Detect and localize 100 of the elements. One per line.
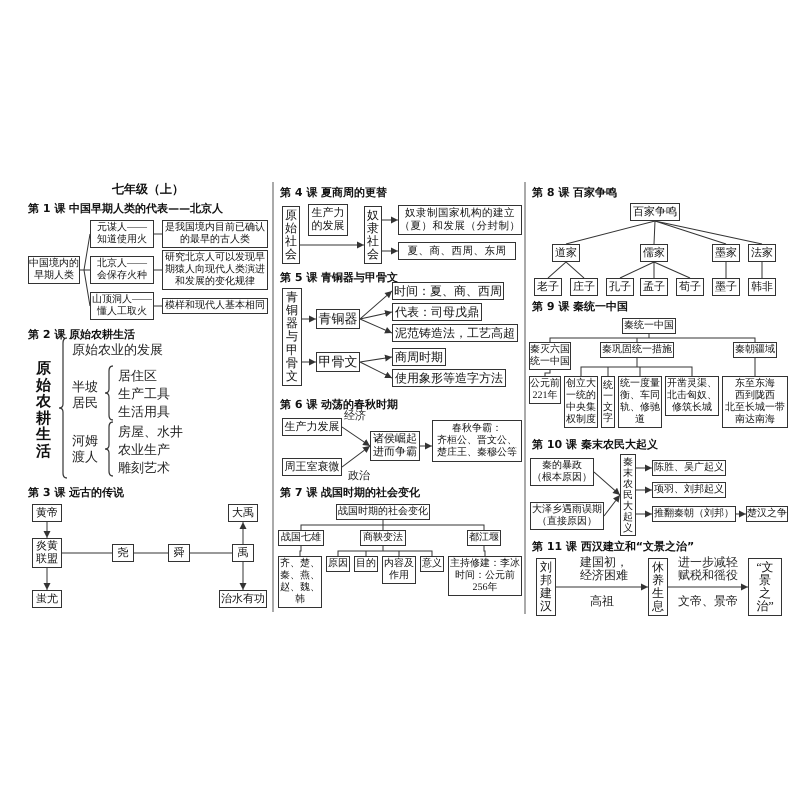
node-label: 蚩尤	[36, 592, 58, 606]
node-label: 西到陇西	[735, 390, 775, 402]
node-label: 秦统一中国	[624, 320, 674, 332]
lesson-heading: 第 5 课 青铜器与甲骨文	[280, 271, 398, 285]
connector-line	[544, 370, 550, 376]
concept-box	[534, 278, 562, 296]
concept-box	[398, 242, 516, 260]
outline-text: 居住区	[118, 368, 157, 384]
concept-box	[640, 244, 668, 262]
concept-box	[648, 558, 668, 616]
node-label: 都江堰	[469, 532, 499, 544]
node-label: 创立大一统的中央集权制度	[565, 378, 597, 426]
node-label: 墨子	[715, 280, 737, 294]
arrow	[44, 568, 50, 590]
arrow	[556, 584, 648, 590]
node-label: 战国时期的社会变化	[338, 506, 428, 518]
concept-box	[570, 278, 598, 296]
node-label: 休养生息	[652, 560, 664, 614]
arrow	[604, 494, 620, 516]
outline-text: 雕刻艺术	[118, 460, 170, 476]
node-label: 统一度量衡、车同轨、修驰道	[619, 378, 661, 426]
node-label: 尧	[118, 546, 128, 560]
node-label: 秦末农民大起义	[623, 456, 633, 534]
node-label: 大泽乡遇雨误期（直接原因）	[531, 504, 603, 528]
node-label: 青铜器	[318, 311, 358, 327]
arrow	[594, 472, 620, 496]
node-label: 商周时期	[395, 350, 443, 364]
concept-box	[168, 544, 190, 562]
concept-box	[552, 244, 580, 262]
arrow	[382, 216, 398, 224]
node-label: 秦朝疆域	[735, 344, 775, 356]
arrow	[636, 486, 652, 494]
node-label: 齐、楚、秦、燕、赵、魏、韩	[279, 558, 321, 606]
node-label: 楚汉之争	[747, 508, 787, 520]
node-label: 元谋人——知道使用火	[96, 222, 148, 246]
node-label: 陈胜、吴广起义	[654, 462, 724, 474]
concept-box	[606, 278, 634, 296]
node-label: 北至长城一带	[725, 402, 785, 414]
lesson-heading: 第 2 课 原始农耕生活	[28, 328, 136, 342]
node-label: 道家	[555, 246, 577, 260]
connector-line	[484, 546, 486, 556]
concept-box	[32, 590, 62, 608]
edge-note: 高祖	[590, 594, 614, 608]
arrow	[636, 510, 652, 518]
node-label: 秦巩固统一措施	[602, 344, 672, 356]
concept-box	[282, 288, 302, 386]
arrow	[668, 584, 748, 590]
arrow	[342, 426, 370, 446]
connector-line	[566, 220, 656, 244]
node-label: 开凿灵渠、北击匈奴、修筑长城	[666, 378, 718, 414]
node-label: “文景之治”	[756, 560, 774, 614]
concept-box	[712, 244, 740, 262]
edge-label: 建国初，经济困难	[578, 556, 630, 582]
arrow	[302, 358, 316, 366]
concept-box	[392, 324, 518, 342]
concept-box	[676, 278, 704, 296]
connector-line	[80, 270, 90, 306]
connector-line	[754, 358, 756, 376]
concept-box	[432, 420, 522, 462]
connector-line	[654, 220, 726, 244]
arrow	[360, 354, 392, 362]
node-label: 甲骨文	[318, 354, 358, 370]
node-label: 韩非	[751, 280, 773, 294]
node-label: 东至东海	[735, 378, 775, 390]
node-label: 内容及作用	[383, 558, 415, 582]
concept-box	[748, 558, 782, 616]
node-label: 齐桓公、晋文公、楚庄王、秦穆公等	[436, 435, 518, 459]
connector-line	[300, 546, 302, 556]
connector-line	[654, 220, 656, 244]
connector-line	[636, 358, 692, 376]
node-label: 南达南海	[735, 414, 775, 426]
node-label: 青铜器与甲骨文	[286, 290, 298, 384]
concept-box	[748, 278, 776, 296]
concept-box	[364, 206, 382, 264]
concept-box	[620, 454, 636, 536]
node-label: 中国境内的早期人类	[29, 258, 79, 282]
node-label: 生产力的发展	[310, 207, 346, 233]
concept-box	[32, 504, 62, 522]
node-label: 模样和现代人基本相同	[165, 300, 265, 312]
concept-box	[90, 220, 154, 248]
concept-box	[282, 206, 300, 264]
node-label: 目的	[356, 558, 376, 570]
concept-box	[278, 530, 324, 546]
arrow	[360, 318, 392, 334]
concept-box	[630, 203, 680, 221]
node-label: 公元前221年	[530, 378, 560, 402]
outline-text: 原始农业的发展	[72, 342, 163, 358]
arrow	[240, 562, 246, 590]
lesson-heading: 第 4 课 夏商周的更替	[280, 186, 388, 200]
node-label: 项羽、刘邦起义	[654, 484, 724, 496]
node-label: 原因	[328, 558, 348, 570]
connector-line	[382, 546, 432, 556]
arrow	[240, 522, 246, 544]
node-label: 周王室衰微	[284, 460, 340, 474]
connector-line	[190, 552, 232, 554]
node-label: 春秋争霸：	[452, 423, 502, 434]
arrow	[636, 464, 652, 472]
outline-text: 房屋、水井	[118, 424, 183, 440]
node-label: 诸侯崛起进而争霸	[372, 433, 418, 459]
concept-box	[722, 376, 788, 428]
